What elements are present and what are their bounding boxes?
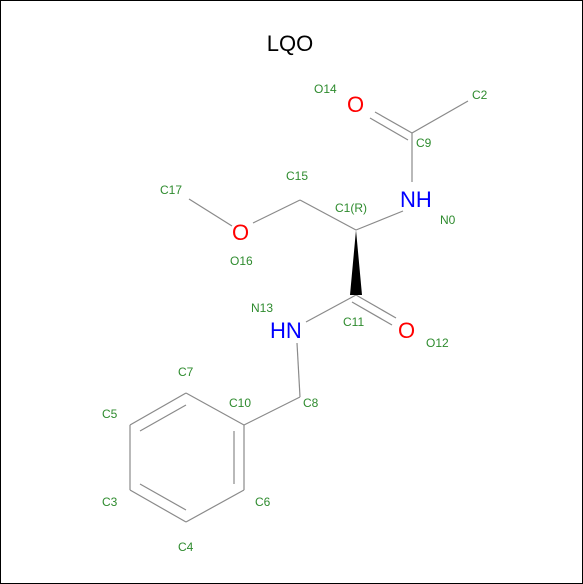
label-c2: C2 [472,88,488,102]
bond-c9-o14-a [374,111,413,134]
label-n13: N13 [251,301,273,315]
label-c8: C8 [303,396,319,410]
atom-labels: O14 C2 C9 C17 C15 C1(R) N0 O16 N13 C11 O… [102,82,488,554]
bond-o16-c17 [188,198,233,227]
bond-c9-o14-b [369,117,409,141]
nitrogen-n0: NH [400,187,432,212]
aromatic-inner-1 [139,404,187,432]
label-o12: O12 [426,336,449,350]
label-n0: N0 [440,213,456,227]
bond-c3-c4 [129,489,187,523]
bond-c11-o12-b [351,301,393,326]
bond-c10-c7 [185,392,245,426]
label-o14: O14 [314,82,337,96]
label-c6: C6 [255,495,271,509]
nitrogen-n13: HN [270,318,302,343]
bond-c11-n13 [305,294,357,323]
label-c11: C11 [343,315,364,329]
oxygen-o14: O [347,92,364,117]
label-c9: C9 [416,136,432,150]
bond-n13-c8 [296,342,301,398]
label-o16: O16 [230,254,253,268]
bonds [129,100,469,523]
diagram-title: LQO [267,31,313,56]
bond-c7-c5 [129,392,187,426]
label-c1: C1(R) [335,201,367,215]
oxygen-o12: O [398,318,415,343]
bond-c11-o12-a [355,294,397,319]
label-c7: C7 [178,365,194,379]
bond-c15-o16 [252,199,301,224]
bond-c1-c15 [299,199,357,231]
label-c10: C10 [229,396,251,410]
bond-c8-c10 [243,396,301,426]
bond-c2-c9 [411,100,469,134]
label-c15: C15 [286,169,308,183]
bond-n0-c1 [355,210,404,231]
wedge-bond-c1-c11 [350,230,362,295]
label-c3: C3 [102,495,118,509]
label-c17: C17 [160,183,182,197]
bond-c4-c6 [185,489,245,523]
label-c5: C5 [102,407,118,421]
label-c4: C4 [178,540,194,554]
aromatic-inner-2 [139,483,187,511]
oxygen-o16: O [232,220,249,245]
